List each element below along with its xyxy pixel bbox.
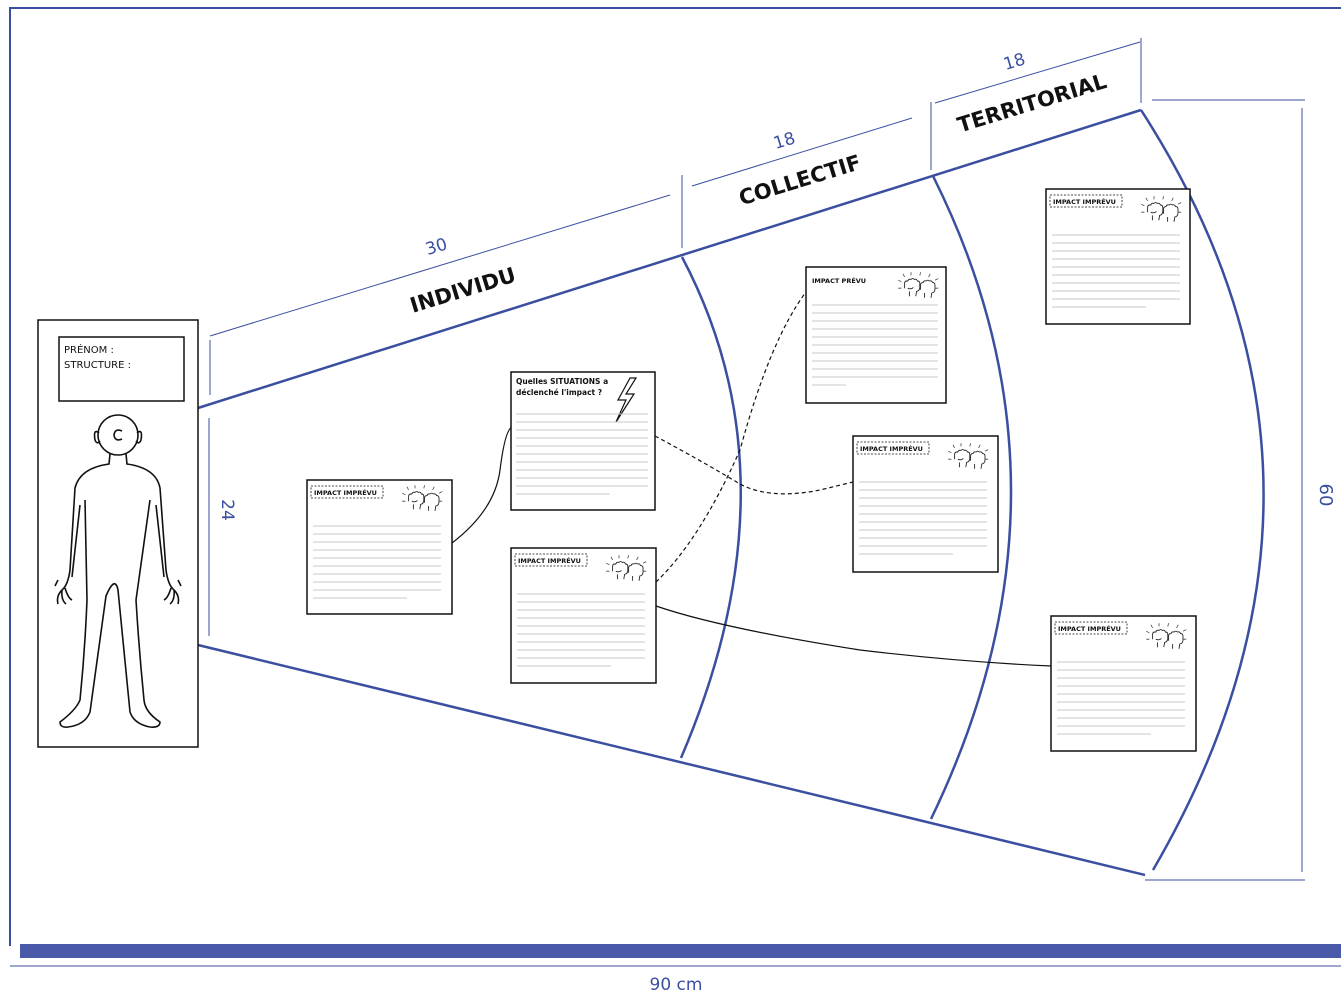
arc-collectif-boundary <box>929 175 1013 820</box>
card-impact-imprevu: IMPACT IMPRÉVU <box>1050 615 1197 752</box>
zone-title-individu: INDIVIDU <box>407 263 518 318</box>
card-impact-imprevu: IMPACT IMPRÉVU <box>852 435 999 573</box>
dim-label-right: 60 <box>1315 484 1336 507</box>
dim-label-territorial: 18 <box>1001 49 1028 74</box>
dim-label-collectif: 18 <box>771 128 798 153</box>
card-label: IMPACT IMPRÉVU <box>1058 624 1121 633</box>
person-figure <box>54 414 182 728</box>
outer-frame <box>9 7 1341 946</box>
connector-dashed-2 <box>655 291 807 583</box>
prenom-field-label: PRÉNOM : <box>64 343 114 356</box>
lightning-icon <box>615 377 638 423</box>
name-structure-box <box>58 336 185 402</box>
card-situations-text: Quelles SITUATIONS a déclenché l'impact … <box>516 377 611 397</box>
fan-bottom-edge <box>197 643 1146 877</box>
card-impact-imprevu: IMPACT IMPRÉVU <box>1045 188 1191 325</box>
dim-line-territorial <box>934 41 1141 104</box>
dim-line-individu <box>209 194 671 337</box>
connector-dashed-1 <box>654 435 854 495</box>
card-lines <box>516 413 648 495</box>
total-width-label: 90 cm <box>650 975 703 993</box>
arc-territorial-boundary <box>1139 109 1265 871</box>
dim-line-collectif <box>691 117 913 187</box>
card-situations-question: Quelles SITUATIONS a déclenché l'impact … <box>510 371 656 511</box>
connector-solid-2 <box>655 605 1052 667</box>
dim-label-left: 24 <box>217 499 237 521</box>
structure-field-label: STRUCTURE : <box>64 360 131 371</box>
card-label: IMPACT IMPRÉVU <box>518 556 581 565</box>
card-impact-imprevu: IMPACT IMPRÉVU <box>510 547 657 684</box>
fan-top-edge <box>197 108 1142 410</box>
person-panel: PRÉNOM : STRUCTURE : <box>37 319 199 748</box>
dim-label-individu: 30 <box>423 234 450 259</box>
card-label: IMPACT PRÉVU <box>812 276 866 285</box>
card-label: IMPACT IMPRÉVU <box>860 444 923 453</box>
card-label: IMPACT IMPRÉVU <box>1053 197 1116 206</box>
arc-individu-boundary <box>679 256 742 759</box>
zone-title-collectif: COLLECTIF <box>736 150 864 210</box>
bottom-bar <box>20 944 1341 958</box>
connector-solid-1 <box>451 426 513 544</box>
card-impact-imprevu: IMPACT IMPRÉVU <box>306 479 453 615</box>
card-label: IMPACT IMPRÉVU <box>314 488 377 497</box>
card-impact-prevu: IMPACT PRÉVU <box>805 266 947 404</box>
